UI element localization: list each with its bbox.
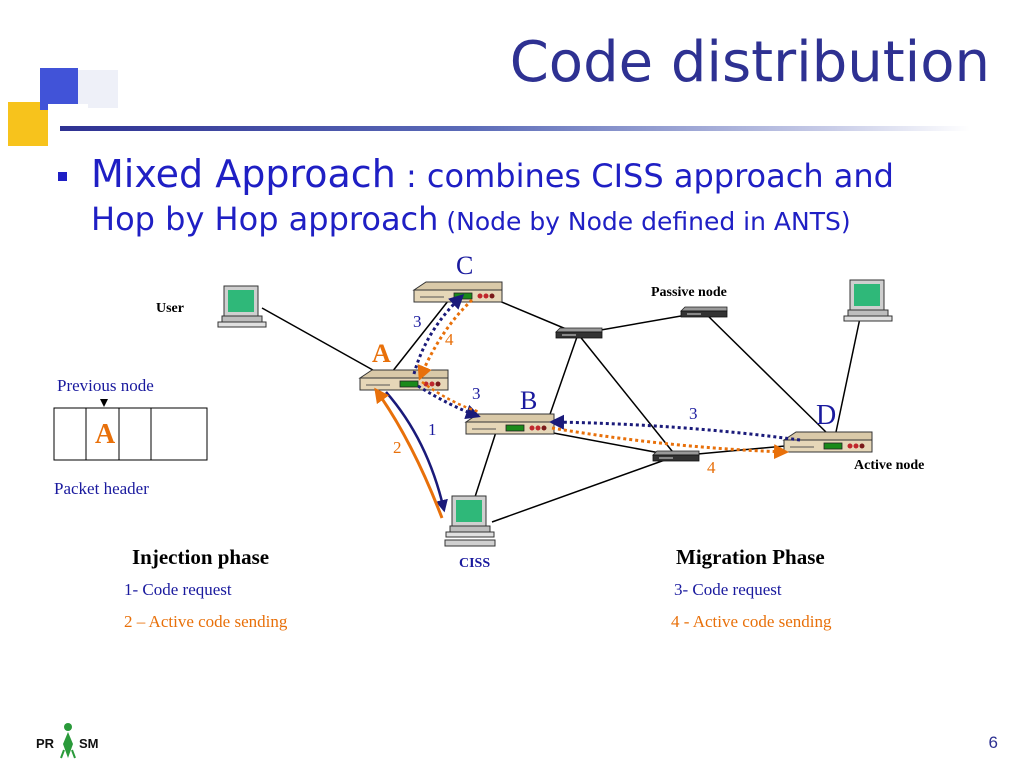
logo-text-left: PR (36, 736, 55, 751)
migration-step-4: 4 - Active code sending (671, 612, 832, 631)
decor-blue-square (40, 68, 78, 110)
bullet-note: (Node by Node defined in ANTS) (438, 207, 851, 236)
previous-node-pointer-icon (100, 399, 108, 407)
arrow-step1-code-request (385, 391, 448, 513)
switch-lower (652, 450, 700, 462)
router-b (465, 413, 555, 435)
packet-header-previous-node-value: A (95, 419, 116, 450)
ciss-keyboard (444, 539, 496, 547)
bullet-square-icon (58, 172, 67, 181)
step-number-3-ac: 3 (413, 312, 422, 331)
label-user: User (156, 301, 184, 316)
prism-logo: PR SM (36, 720, 116, 760)
packet-header-box (53, 407, 208, 461)
decor-light-square (78, 70, 118, 108)
logo-text-right: SM (79, 736, 99, 751)
bullet-text-2: Hop by Hop approach (91, 200, 439, 238)
step-number-4-db: 4 (707, 458, 716, 477)
step-number-4-ac: 4 (445, 330, 454, 349)
step-number-1: 1 (428, 420, 437, 439)
router-d (783, 431, 873, 453)
label-active-node: Active node (854, 458, 925, 473)
slide-title: Code distribution (509, 30, 990, 95)
injection-phase-title: Injection phase (132, 545, 270, 569)
migration-phase-title: Migration Phase (676, 545, 825, 569)
switch-passive (680, 306, 728, 318)
page-number: 6 (988, 733, 998, 752)
router-a (359, 369, 449, 391)
step-number-3-ab: 3 (472, 384, 481, 403)
arrow-step3-request-a-to-b (417, 384, 481, 420)
bullet-text-1: : combines CISS approach and (395, 157, 894, 195)
pc-right (843, 279, 893, 322)
arrow-sending-a-to-b (421, 380, 481, 414)
injection-step-2: 2 – Active code sending (124, 612, 288, 631)
title-underline (60, 126, 970, 131)
pc-ciss (445, 495, 495, 538)
bullet-line-2: Hop by Hop approach (Node by Node define… (91, 200, 851, 238)
logo-figure-icon (60, 723, 76, 759)
step-number-2: 2 (393, 438, 402, 457)
label-previous-node: Previous node (57, 376, 154, 395)
router-c (413, 281, 503, 303)
label-ciss: CISS (459, 556, 491, 571)
bullet-heading: Mixed Approach (91, 152, 396, 196)
node-label-c: C (456, 251, 474, 280)
step-number-3-bd: 3 (689, 404, 698, 423)
bullet-line-1: Mixed Approach : combines CISS approach … (91, 152, 894, 196)
decor-white-square (48, 104, 88, 128)
pc-user (217, 285, 267, 328)
arrow-step2-active-code-sending (374, 387, 444, 519)
arrow-step4-sending-b-to-d (551, 426, 789, 460)
arrow-step4-sending-c-to-a (417, 298, 474, 381)
node-label-b: B (520, 386, 538, 415)
switch-center (555, 327, 603, 339)
node-label-d: D (816, 400, 837, 431)
migration-step-3: 3- Code request (674, 580, 782, 599)
label-packet-header: Packet header (54, 479, 149, 498)
injection-step-1: 1- Code request (124, 580, 232, 599)
node-label-a: A (372, 339, 391, 368)
label-passive-node: Passive node (651, 285, 727, 300)
arrow-step3-request-d-to-b (549, 414, 801, 442)
